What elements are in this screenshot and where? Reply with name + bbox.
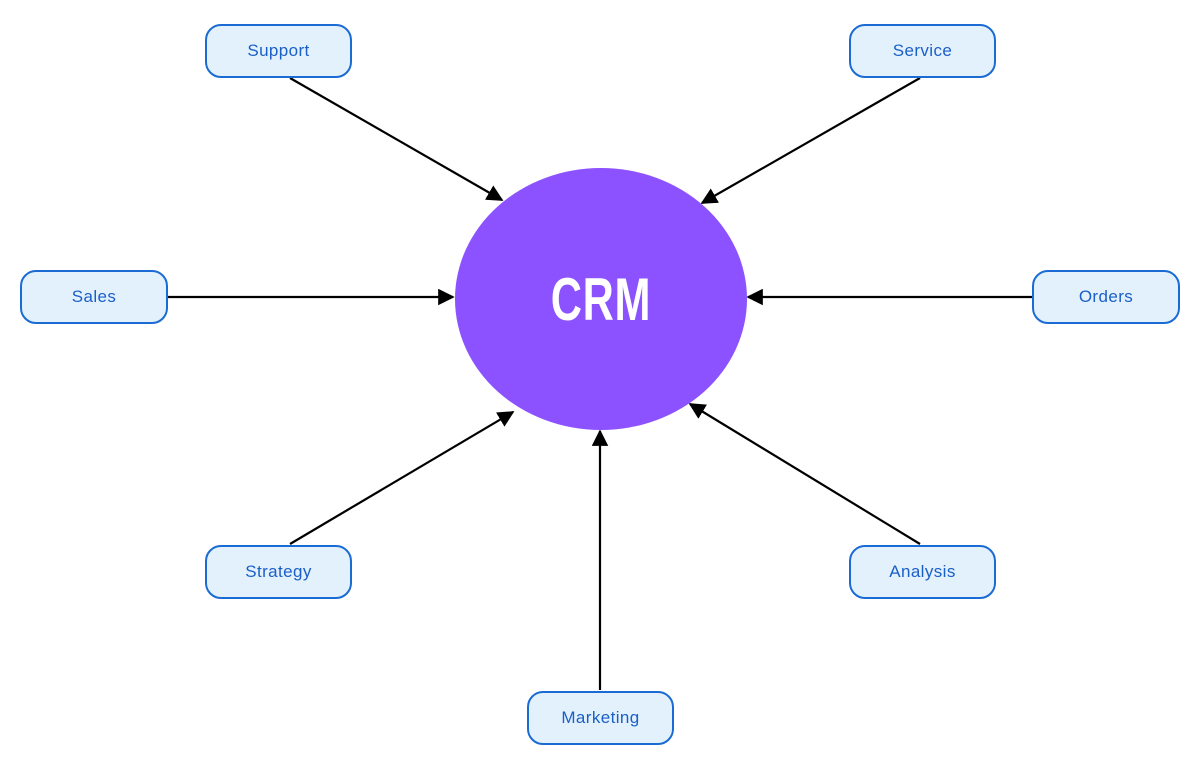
node-marketing: Marketing bbox=[527, 691, 674, 745]
node-orders-label: Orders bbox=[1078, 287, 1134, 306]
edge-strategy-to-crm bbox=[289, 411, 515, 545]
node-strategy-label: Strategy bbox=[245, 562, 312, 581]
node-support-label: Support bbox=[247, 41, 310, 60]
node-marketing-label: Marketing bbox=[561, 708, 640, 727]
edge-support-to-crm bbox=[289, 77, 504, 201]
node-support: Support bbox=[205, 24, 352, 78]
node-sales: Sales bbox=[20, 270, 168, 324]
node-service-label: Service bbox=[892, 41, 953, 60]
node-orders: Orders bbox=[1032, 270, 1180, 324]
node-sales-label: Sales bbox=[71, 287, 117, 306]
node-service: Service bbox=[849, 24, 996, 78]
node-strategy: Strategy bbox=[205, 545, 352, 599]
crm-center-circle bbox=[455, 168, 747, 430]
edge-analysis-to-crm bbox=[688, 403, 921, 545]
edge-service-to-crm bbox=[700, 77, 921, 204]
node-analysis-label: Analysis bbox=[889, 562, 956, 581]
node-analysis: Analysis bbox=[849, 545, 996, 599]
